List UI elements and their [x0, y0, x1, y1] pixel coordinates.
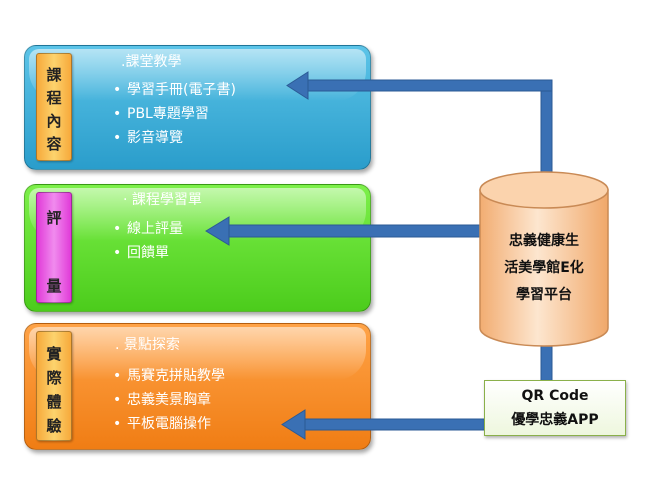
- evaluation-label: 評 量: [36, 192, 72, 303]
- course-content-label: 課 程 內 容: [36, 53, 72, 161]
- qr-code-label: QR Code: [521, 388, 589, 404]
- label-char: 體: [46, 393, 62, 411]
- list-item: •學習手冊(電子書): [113, 82, 236, 98]
- platform-line: 學習平台: [516, 287, 572, 303]
- evaluation-subtitle: · 課程學習單: [123, 192, 202, 208]
- label-char: 量: [46, 277, 62, 295]
- database-cylinder-icon: [479, 171, 609, 347]
- platform-line: 忠義健康生: [509, 233, 579, 249]
- experience-item-list: •馬賽克拼貼教學 •忠義美景胸章 •平板電腦操作: [113, 364, 225, 436]
- evaluation-panel: 評 量 · 課程學習單 •線上評量 •回饋單: [24, 184, 371, 312]
- label-char: 內: [46, 112, 62, 130]
- list-item: •影音導覽: [113, 130, 183, 146]
- list-item: •回饋單: [113, 245, 169, 261]
- label-char: 際: [46, 369, 62, 387]
- arrow-head-course: [286, 71, 309, 100]
- experience-subtitle: . 景點探索: [115, 337, 180, 353]
- arrow-head-evaluation: [205, 216, 230, 246]
- list-item: •線上評量: [113, 221, 183, 237]
- list-item: •平板電腦操作: [113, 416, 211, 432]
- label-char: 實: [46, 345, 62, 363]
- label-char: 驗: [46, 417, 62, 435]
- list-item: •馬賽克拼貼教學: [113, 368, 225, 384]
- evaluation-item-list: •線上評量 •回饋單: [113, 217, 183, 265]
- list-item: •PBL專題學習: [113, 106, 209, 122]
- label-char: 課: [46, 66, 62, 84]
- label-char: 程: [46, 89, 62, 107]
- connector-riser-top: [540, 79, 553, 181]
- qr-code-note: QR Code 優學忠義APP: [484, 380, 626, 436]
- experience-label: 實 際 體 驗: [36, 331, 72, 441]
- platform-line: 活美學館E化: [504, 260, 584, 276]
- course-content-panel: 課 程 內 容 .課堂教學 •學習手冊(電子書) •PBL專題學習 •影音導覽: [24, 45, 371, 170]
- connector-shaft-top: [304, 79, 553, 92]
- connector-shaft-bottom: [301, 418, 487, 431]
- platform-title: 忠義健康生 活美學館E化 學習平台: [478, 228, 610, 309]
- label-char: 容: [46, 135, 62, 153]
- course-item-list: •學習手冊(電子書) •PBL專題學習 •影音導覽: [113, 78, 236, 150]
- connector-shaft-middle: [225, 224, 483, 238]
- app-name-label: 優學忠義APP: [511, 412, 599, 428]
- label-char: 評: [46, 209, 62, 227]
- list-item: •忠義美景胸章: [113, 392, 211, 408]
- arrow-head-experience: [281, 409, 306, 440]
- course-subtitle: .課堂教學: [121, 54, 182, 70]
